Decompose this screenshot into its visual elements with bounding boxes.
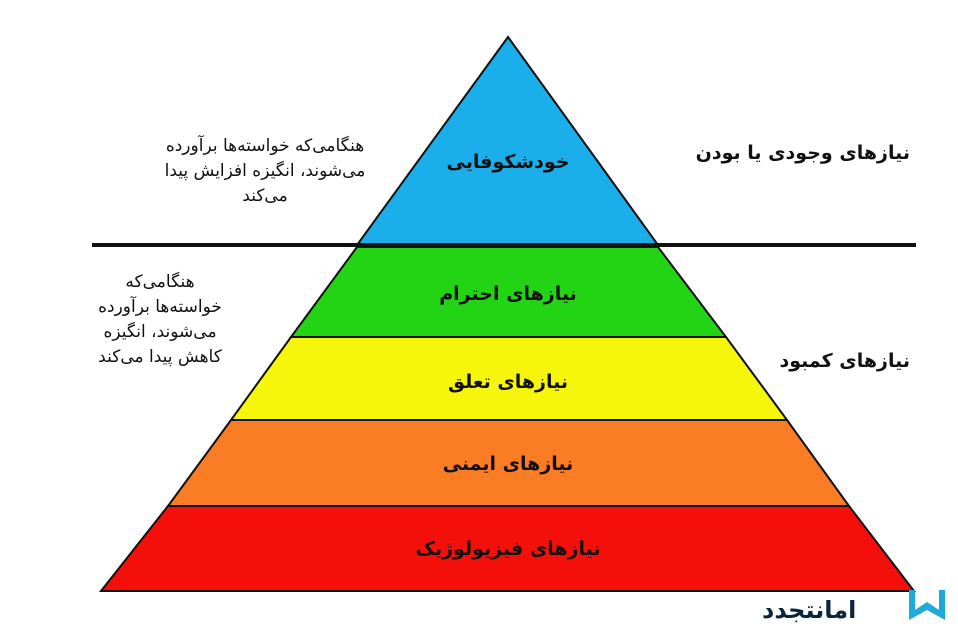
- note-motivation-decrease: هنگامی‌که خواسته‌ها برآورده می‌شوند، انگ…: [98, 272, 222, 367]
- pyramid-level-self-actualization: [355, 35, 660, 246]
- level-label-physiological: نیازهای فیزیولوژیک: [416, 538, 601, 560]
- note-motivation-increase: هنگامی‌که خواسته‌ها برآورده می‌شوند، انگ…: [164, 136, 366, 206]
- level-label-esteem: نیازهای احترام: [439, 283, 577, 305]
- brand-logo-icon: [909, 590, 945, 620]
- level-label-belonging: نیازهای تعلق: [448, 371, 568, 393]
- brand-name: امانتجدد: [762, 596, 857, 624]
- level-label-safety: نیازهای ایمنی: [443, 453, 574, 475]
- label-being-needs: نیازهای وجودی یا بودن: [695, 142, 910, 164]
- level-label-self-actualization: خودشکوفایی: [447, 151, 570, 173]
- label-deficiency-needs: نیازهای کمبود: [779, 350, 910, 372]
